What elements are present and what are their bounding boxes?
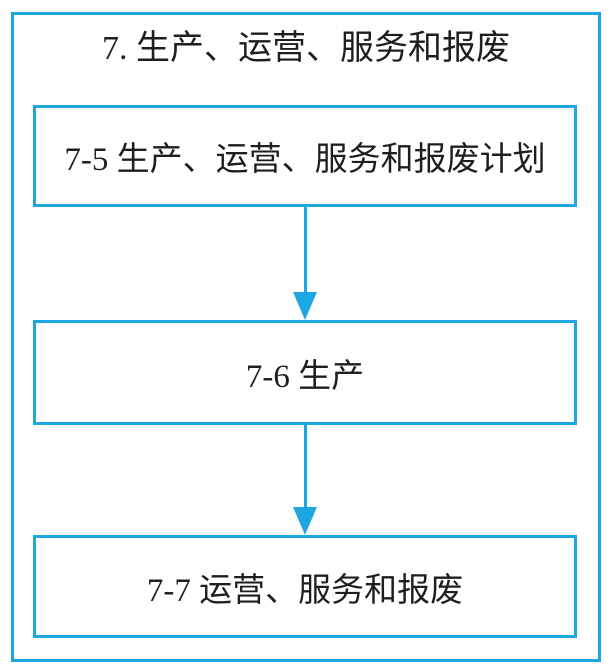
node-7-6: 7-6 生产 xyxy=(33,320,577,425)
arrow-down-icon xyxy=(293,292,317,320)
node-7-7-label: 7-7 运营、服务和报废 xyxy=(146,572,464,609)
arrow-down-icon xyxy=(293,507,317,535)
node-7-7: 7-7 运营、服务和报废 xyxy=(33,535,577,638)
arrow-7-5-to-7-6 xyxy=(293,207,317,320)
diagram-title: 7. 生产、运营、服务和报废 xyxy=(102,30,510,67)
node-7-6-label: 7-6 生产 xyxy=(245,358,365,395)
arrow-line xyxy=(303,425,307,507)
arrow-line xyxy=(303,207,307,292)
process-group-box: 7. 生产、运营、服务和报废 7-5 生产、运营、服务和报废计划 7-6 生产 … xyxy=(11,12,601,662)
node-7-5: 7-5 生产、运营、服务和报废计划 xyxy=(33,105,577,207)
arrow-7-6-to-7-7 xyxy=(293,425,317,535)
node-7-5-label: 7-5 生产、运营、服务和报废计划 xyxy=(64,142,546,178)
